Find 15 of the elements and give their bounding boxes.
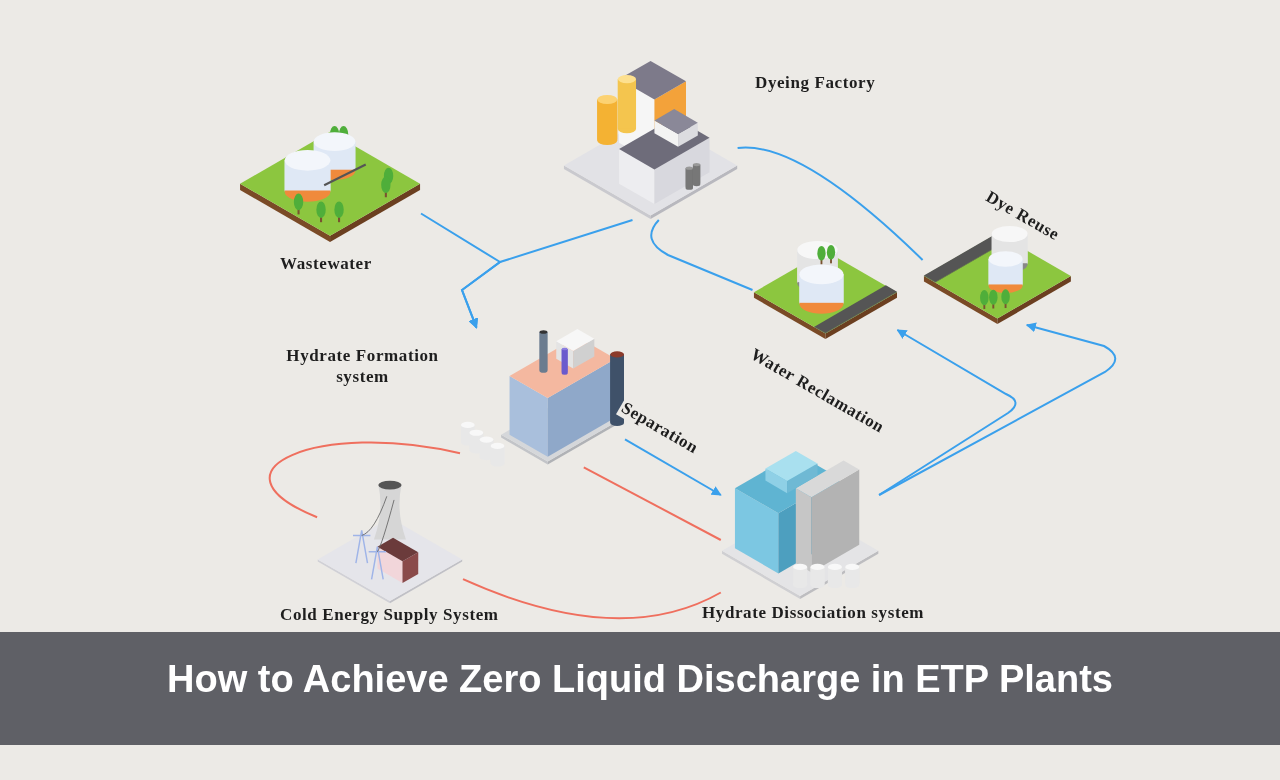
node-label: Hydrate Formation system [285,345,440,388]
title: How to Achieve Zero Liquid Discharge in ETP Plants [166,658,1114,701]
connector-line [736,146,924,261]
node-label: Dyeing Factory [755,72,876,94]
connector-line [582,466,722,541]
connector-line [650,219,754,291]
arrow [878,329,1017,496]
arrow [624,438,722,496]
node-label: Wastewater [280,253,372,275]
connector-line [462,578,722,620]
arrow [878,322,1117,496]
node-label: Cold Energy Supply System [280,604,499,626]
connector-line [269,441,461,519]
node-label: Hydrate Dissociation system [702,602,925,624]
arrow [460,219,634,329]
